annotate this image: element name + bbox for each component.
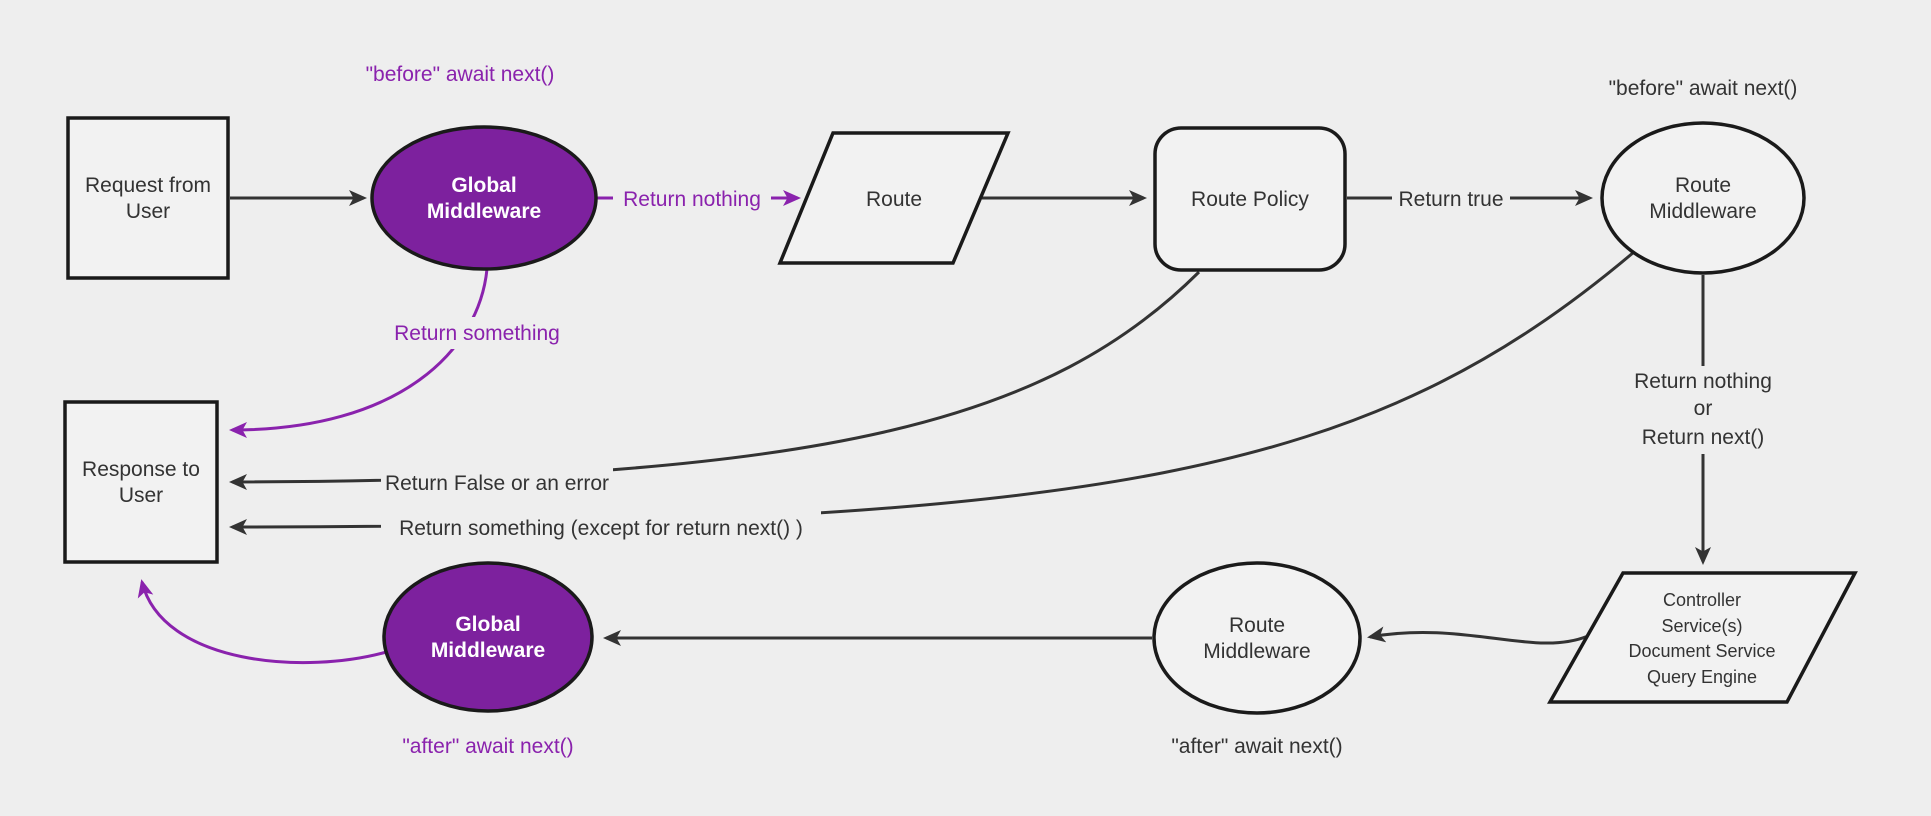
node-request-from-user: Request from User xyxy=(66,116,230,280)
edge-label-return-false-or-error: Return False or an error xyxy=(385,472,609,495)
edge-label-bg xyxy=(381,511,821,543)
edge-label-return-nothing-or-line1: Return nothing xyxy=(1634,370,1772,393)
annotation-after-await-bottom-left: "after" await next() xyxy=(402,735,573,758)
edge-label-return-nothing: Return nothing xyxy=(623,188,761,211)
edge-label-return-true: Return true xyxy=(1398,188,1503,211)
edge-label-return-nothing-or-line2: or xyxy=(1694,397,1713,420)
edge-label-bg xyxy=(1621,366,1785,454)
node-controller: Controller Service(s) Document Service Q… xyxy=(1546,571,1858,704)
edge-label-return-something-except: Return something (except for return next… xyxy=(399,517,803,540)
node-route-middleware-top-label-line1: Route xyxy=(1675,174,1731,197)
annotation-before-await-top-left: "before" await next() xyxy=(366,63,555,86)
node-global-middleware-bottom-label-line2: Middleware xyxy=(431,639,545,662)
edge-label-return-nothing-or-line3: Return next() xyxy=(1642,426,1765,449)
node-controller-label-line2: Service(s) xyxy=(1661,616,1742,636)
node-route-middleware-bottom-label-line2: Middleware xyxy=(1203,640,1310,663)
node-route: Route xyxy=(777,131,1011,265)
edge-global-middleware-return-something-to-response xyxy=(229,268,489,438)
node-response-to-user-shape xyxy=(63,400,219,564)
node-response-to-user: Response to User xyxy=(63,400,219,564)
edge-label-bg xyxy=(383,317,571,349)
node-global-middleware-bottom-label-line1: Global xyxy=(455,613,520,636)
node-request-from-user-shape xyxy=(66,116,230,280)
edge-controller-to-route-middleware-bottom xyxy=(1367,626,1589,645)
node-global-middleware-bottom: Global Middleware xyxy=(382,561,594,713)
node-global-middleware-top: Global Middleware xyxy=(370,125,598,271)
node-route-shape xyxy=(777,131,1011,265)
node-route-policy-label: Route Policy xyxy=(1191,188,1309,211)
edge-label-return-something: Return something xyxy=(394,322,560,345)
node-controller-label-line1: Controller xyxy=(1663,590,1741,610)
node-route-policy-shape xyxy=(1153,126,1347,272)
node-controller-shape xyxy=(1546,571,1858,704)
node-controller-label-line4: Query Engine xyxy=(1647,667,1757,687)
node-request-from-user-label-line1: Request from xyxy=(85,174,211,197)
node-route-policy: Route Policy xyxy=(1153,126,1347,272)
node-request-from-user-label-line2: User xyxy=(126,200,170,223)
edge-global-middleware-bottom-to-response xyxy=(137,579,391,665)
node-route-middleware-top-shape xyxy=(1600,121,1806,275)
node-global-middleware-top-label-line2: Middleware xyxy=(427,200,541,223)
node-response-to-user-label-line1: Response to xyxy=(82,458,200,481)
annotation-before-await-top-right: "before" await next() xyxy=(1609,77,1798,100)
edge-label-bg xyxy=(613,183,771,215)
node-global-middleware-bottom-shape xyxy=(382,561,594,713)
node-route-middleware-top-label-line2: Middleware xyxy=(1649,200,1756,223)
edge-label-bg xyxy=(381,466,613,498)
node-route-middleware-bottom-label-line1: Route xyxy=(1229,614,1285,637)
node-response-to-user-label-line2: User xyxy=(119,484,163,507)
node-route-label: Route xyxy=(866,188,922,211)
node-global-middleware-top-label-line1: Global xyxy=(451,174,516,197)
node-global-middleware-top-shape xyxy=(370,125,598,271)
node-controller-label-line3: Document Service xyxy=(1628,641,1775,661)
node-route-middleware-bottom: Route Middleware xyxy=(1152,561,1362,715)
node-route-middleware-bottom-shape xyxy=(1152,561,1362,715)
edge-route-policy-return-false-to-response xyxy=(229,270,1201,490)
edge-label-bg xyxy=(1392,183,1510,215)
node-route-middleware-top: Route Middleware xyxy=(1600,121,1806,275)
annotation-after-await-bottom-right: "after" await next() xyxy=(1171,735,1342,758)
